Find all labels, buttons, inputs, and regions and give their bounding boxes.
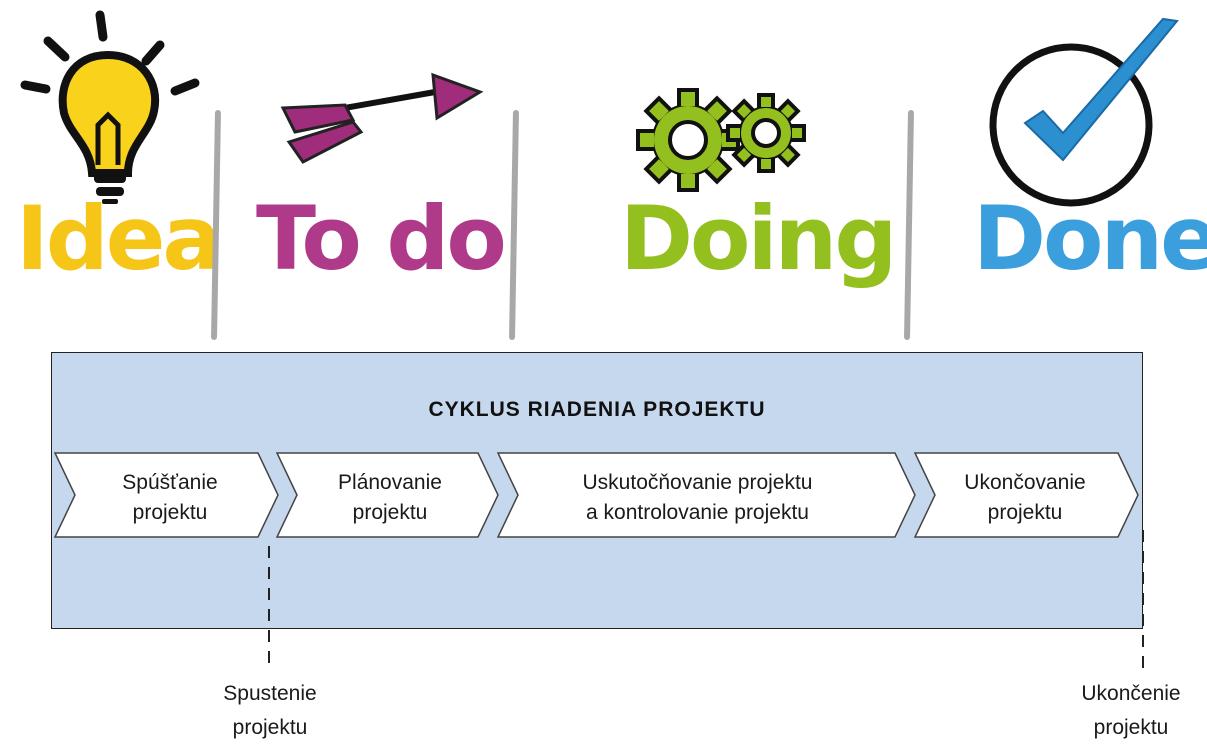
phase-label-closing: Ukončovanie projektu xyxy=(930,468,1120,528)
phase-label-line: Ukončovanie xyxy=(964,471,1086,494)
checkmark-circle-icon xyxy=(989,17,1179,207)
milestone-label-line: projektu xyxy=(232,716,308,739)
phase-label-planning: Plánovanie projektu xyxy=(295,468,485,528)
phase-label-execution: Uskutočňovanie projektu a kontrolovanie … xyxy=(515,468,880,528)
stage-word-idea: Idea xyxy=(16,187,222,290)
phase-label-line: Plánovanie xyxy=(338,471,442,494)
phase-chevron-execution xyxy=(496,452,916,538)
milestone-label-start: Spustenie projektu xyxy=(190,677,350,745)
stage-word-done: Done xyxy=(973,187,1207,290)
lightbulb-icon xyxy=(20,10,200,204)
phase-label-line: projektu xyxy=(132,501,208,524)
phase-label-line: projektu xyxy=(987,501,1063,524)
stage-word-todo: To do xyxy=(256,187,507,290)
arrow-target-icon xyxy=(280,72,484,164)
phase-label-initiation: Spúšťanie projektu xyxy=(75,468,265,528)
phase-label-line: a kontrolovanie projektu xyxy=(586,501,809,524)
panel-title: CYKLUS RIADENIA PROJEKTU xyxy=(428,398,766,421)
milestone-label-line: projektu xyxy=(1093,716,1169,739)
milestone-label-end: Ukončenie projektu xyxy=(1058,677,1204,745)
gears-icon xyxy=(636,88,806,192)
milestone-label-line: Spustenie xyxy=(223,682,317,705)
phase-chevron-planning xyxy=(275,452,499,538)
phase-label-line: Uskutočňovanie projektu xyxy=(582,471,813,494)
milestone-label-line: Ukončenie xyxy=(1081,682,1181,705)
phase-label-line: Spúšťanie xyxy=(122,471,218,494)
phase-label-line: projektu xyxy=(352,501,428,524)
phase-chevron-initiation xyxy=(53,452,279,538)
stage-word-doing: Doing xyxy=(620,187,897,290)
phase-chevron-closing xyxy=(913,452,1139,538)
